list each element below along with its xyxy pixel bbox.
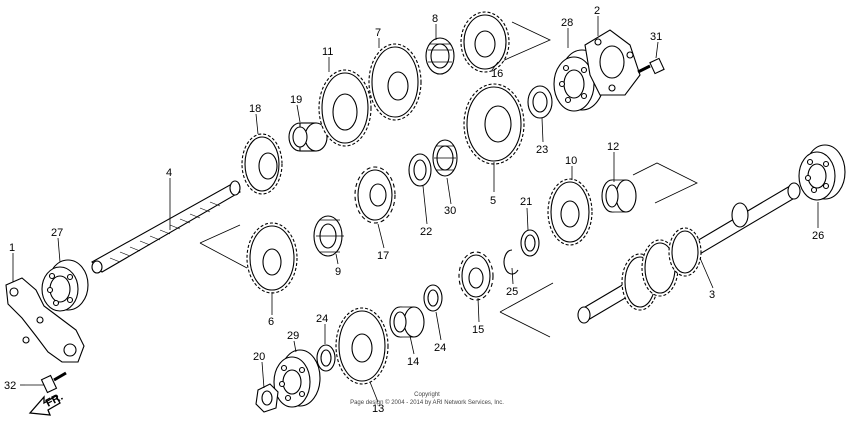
part-13-gear[interactable] <box>335 307 389 385</box>
label-4: 4 <box>166 167 172 179</box>
label-24a: 24 <box>316 313 328 325</box>
part-27-bearing[interactable] <box>41 259 89 312</box>
label-16: 16 <box>491 68 503 80</box>
label-14: 14 <box>407 356 419 368</box>
part-3-countershaft[interactable] <box>577 182 801 324</box>
label-26: 26 <box>812 230 824 242</box>
leader-lines <box>12 16 819 403</box>
label-2: 2 <box>594 5 600 17</box>
part-20-nut[interactable] <box>255 383 279 413</box>
label-24b: 24 <box>434 342 446 354</box>
label-22: 22 <box>420 226 432 238</box>
part-24-washer-upper[interactable] <box>423 284 443 312</box>
label-3: 3 <box>709 289 715 301</box>
part-5-gear[interactable] <box>463 83 525 165</box>
part-25-circlip[interactable] <box>503 249 519 275</box>
part-17-shift-gear[interactable] <box>354 166 396 224</box>
label-28: 28 <box>561 17 573 29</box>
part-14-collar[interactable] <box>389 306 425 338</box>
part-11-gear[interactable] <box>318 69 372 147</box>
part-7-gear[interactable] <box>368 43 422 121</box>
part-29-bearing[interactable] <box>273 349 321 408</box>
label-5: 5 <box>490 195 496 207</box>
label-7: 7 <box>375 27 381 39</box>
label-25: 25 <box>506 286 518 298</box>
label-9: 9 <box>335 266 341 278</box>
part-21-washer[interactable] <box>520 229 540 257</box>
label-29: 29 <box>287 330 299 342</box>
part-2-plate[interactable] <box>584 29 641 96</box>
label-20: 20 <box>253 351 265 363</box>
part-18-gear[interactable] <box>241 133 283 195</box>
part-labels: 1 2 3 4 5 6 7 8 9 10 11 12 13 14 15 16 1… <box>4 5 824 415</box>
part-19-collar[interactable] <box>288 122 328 152</box>
label-8: 8 <box>432 13 438 25</box>
part-31-bolt[interactable] <box>637 57 665 75</box>
label-23: 23 <box>536 144 548 156</box>
front-direction-arrow <box>28 395 61 416</box>
label-32: 32 <box>4 380 16 392</box>
label-1: 1 <box>9 242 15 254</box>
copyright-line-1: Copyright <box>414 392 440 398</box>
label-12: 12 <box>607 141 619 153</box>
part-32-bolt[interactable] <box>25 371 67 394</box>
label-6: 6 <box>268 316 274 328</box>
copyright-line-2: Page design © 2004 - 2014 by ARI Network… <box>350 399 504 406</box>
part-30-needle-bearing[interactable] <box>432 139 458 177</box>
part-24-washer-lower[interactable] <box>316 344 336 372</box>
front-direction-label: FR. <box>44 391 65 410</box>
label-27: 27 <box>51 227 63 239</box>
label-11: 11 <box>322 46 333 58</box>
label-18: 18 <box>249 103 261 115</box>
part-15-shift-gear[interactable] <box>458 251 494 301</box>
label-31: 31 <box>650 31 662 43</box>
indicator-lines <box>199 21 698 338</box>
label-17: 17 <box>377 250 389 262</box>
part-8-bushing[interactable] <box>425 37 455 75</box>
part-6-gear[interactable] <box>246 222 298 294</box>
label-30: 30 <box>444 205 456 217</box>
label-13: 13 <box>372 403 384 415</box>
part-26-bearing[interactable] <box>798 144 846 201</box>
part-4-mainshaft[interactable] <box>91 180 242 274</box>
part-22-washer[interactable] <box>408 153 432 187</box>
part-28-bearing[interactable] <box>553 49 605 112</box>
part-16-gear[interactable] <box>460 11 510 73</box>
part-12-collar[interactable] <box>601 179 637 213</box>
part-10-gear[interactable] <box>547 178 593 246</box>
part-1-cover[interactable] <box>5 277 85 363</box>
label-21: 21 <box>520 196 532 208</box>
part-23-washer[interactable] <box>527 85 553 119</box>
label-15: 15 <box>472 324 484 336</box>
label-19: 19 <box>290 94 302 106</box>
part-9-bushing[interactable] <box>313 215 344 257</box>
label-10: 10 <box>565 155 577 167</box>
